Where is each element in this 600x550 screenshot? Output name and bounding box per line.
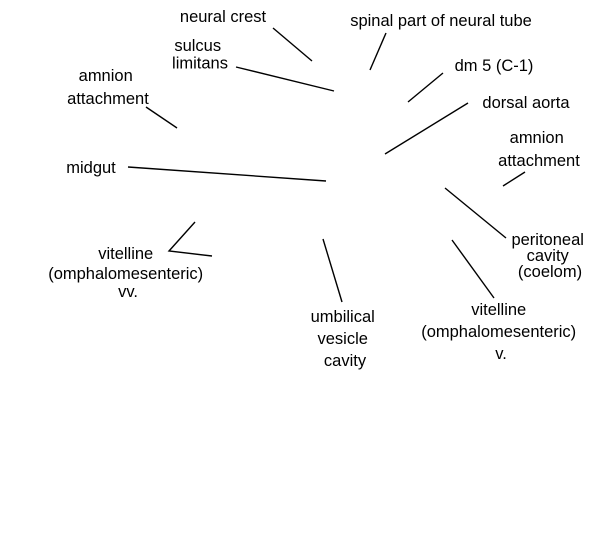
leader-umbilical-vesicle: [322, 238, 343, 303]
leader-midgut: [127, 166, 327, 182]
leader-vitelline-vv: [167, 221, 213, 257]
leader-vitelline-v: [451, 239, 495, 299]
leader-sulcus-limitans: [235, 66, 335, 92]
label-neural-crest: neural crest: [180, 8, 267, 26]
label-dm5: dm 5 (C-1): [455, 57, 534, 75]
leader-amnion-attachment-right: [502, 171, 526, 187]
label-umbilical-vesicle-cavity: umbilical vesicle cavity: [311, 308, 380, 370]
label-midgut: midgut: [66, 159, 116, 177]
label-sulcus-limitans: sulcus limitans: [172, 37, 228, 73]
leader-dm5: [407, 72, 444, 103]
label-spinal-part-of-neural-tube: spinal part of neural tube: [350, 12, 532, 30]
label-vitelline-v: vitelline (omphalomesenteric) v.: [421, 301, 581, 363]
leader-dorsal-aorta: [384, 102, 469, 155]
label-dorsal-aorta: dorsal aorta: [482, 94, 570, 112]
leader-peritoneal-cavity: [444, 187, 507, 239]
label-amnion-attachment-right: amnion attachment: [498, 129, 580, 170]
label-vitelline-vv: vitelline (omphalomesenteric) vv.: [48, 245, 208, 301]
leader-spinal-part: [369, 32, 387, 71]
leader-neural-crest: [272, 27, 313, 62]
label-amnion-attachment-left: amnion attachment: [67, 67, 149, 108]
leader-amnion-attachment-left: [145, 106, 178, 129]
label-peritoneal-cavity: peritoneal cavity (coelom): [511, 231, 588, 281]
